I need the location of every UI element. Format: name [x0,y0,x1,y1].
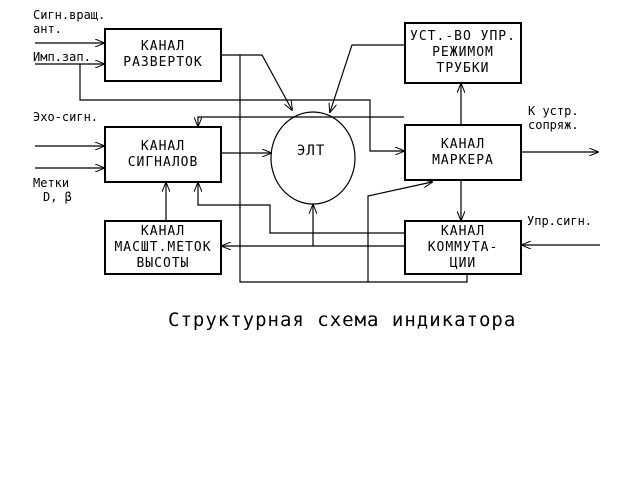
marks-line2: D, β [43,190,72,204]
trigger-to-marker-line [79,64,404,151]
sweep-channel-line1: КАНАЛ [140,39,186,54]
sweep-channel-line2: РАЗВЕРТОК [123,55,203,70]
scale-marks-channel-block: КАНАЛ МАСШТ.МЕТОК ВЫСОТЫ [104,220,222,275]
antenna-rotation-label: Сигн.вращ. ант. [33,8,105,36]
signal-channel-line2: СИГНАЛОВ [127,154,199,170]
mode-control-to-crt-line [330,44,404,112]
scale-marks-line2: МАСШТ.МЕТОК [114,239,212,255]
marker-channel-line1: КАНАЛ [440,136,486,152]
sweep-loop-line [239,55,468,283]
bus-to-signals-line [198,116,404,126]
marker-channel-line2: МАРКЕРА [432,152,494,168]
switching-to-signals-line [198,183,404,234]
switching-channel-block: КАНАЛ КОММУТА- ЦИИ [404,220,522,275]
sweep-to-crt-line [222,54,292,110]
trigger-pulse-label: Имп.зап. [33,50,91,64]
crt-label: ЭЛТ [297,143,326,159]
antenna-rotation-line1: Сигн.вращ. [33,8,106,22]
antenna-rotation-line2: ант. [33,22,62,36]
sweep-channel-block: КАНАЛ РАЗВЕРТОК [104,28,222,82]
diagram-caption: Структурная схема индикатора [168,309,517,331]
switching-line2: КОММУТА- [427,239,499,255]
switching-line3: ЦИИ [449,255,477,271]
output-line2: сопряж. [528,118,579,132]
tube-mode-control-block: УСТ.-ВО УПР. РЕЖИМОМ ТРУБКИ [404,22,522,84]
output-line1: К устр. [528,104,579,118]
echo-signal-label: Эхо-сигн. [33,110,99,124]
marker-channel-block: КАНАЛ МАРКЕРА [404,124,522,181]
tube-mode-line1: УСТ.-ВО УПР. [410,29,516,44]
scale-marks-line1: КАНАЛ [140,223,186,239]
switching-to-marker-line [367,182,432,282]
tube-mode-line2: РЕЖИМОМ [432,45,494,60]
control-signal-label: Упр.сигн. [527,214,593,228]
switching-line1: КАНАЛ [440,223,486,239]
marks-label: Метки D, β [33,176,72,204]
signal-channel-line1: КАНАЛ [140,138,186,154]
tube-mode-line3: ТРУБКИ [436,61,490,76]
marks-line1: Метки [33,176,70,190]
scale-marks-line3: ВЫСОТЫ [136,255,190,271]
signal-channel-block: КАНАЛ СИГНАЛОВ [104,126,222,183]
output-label: К устр. сопряж. [528,104,579,132]
